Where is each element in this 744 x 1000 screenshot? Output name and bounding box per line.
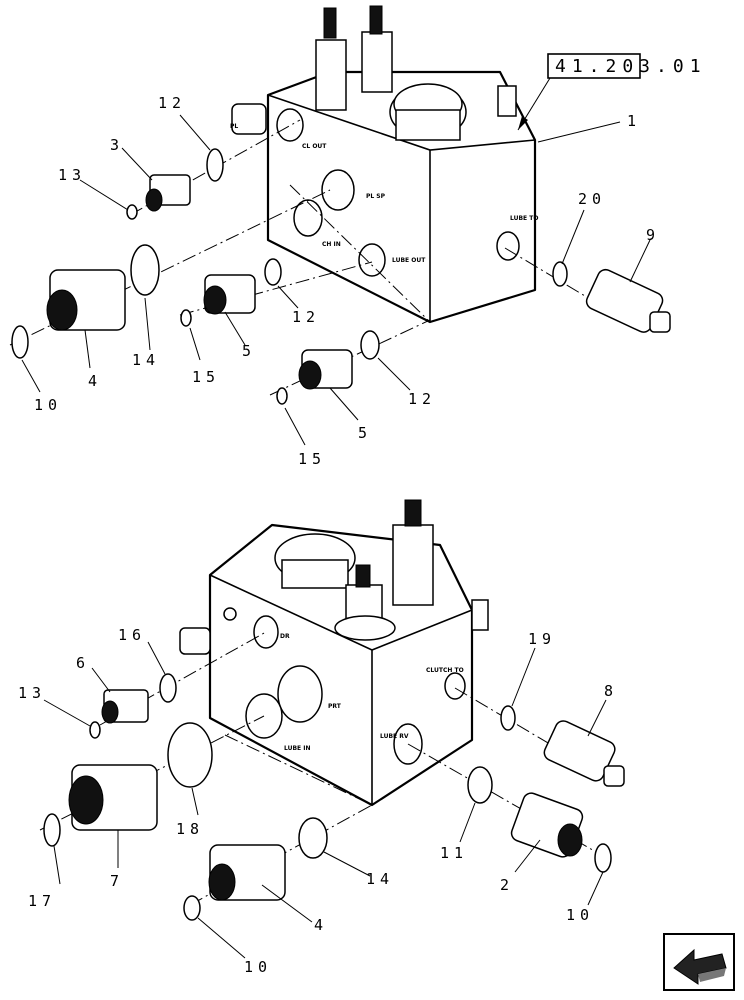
fitting-2 xyxy=(510,792,584,858)
top-port-labels: CL OUT PL SP CH IN LUBE OUT LUBE TO PL xyxy=(230,123,538,264)
oring-10-bottom-left xyxy=(183,895,201,921)
callout-5-b: 5 xyxy=(358,424,372,442)
callout-12-a: 12 xyxy=(158,94,186,112)
callout-13-b: 13 xyxy=(18,684,46,702)
reference-callout: 41.203.01 xyxy=(517,53,707,131)
fitting-3 xyxy=(145,174,191,212)
port-label-clutch-to: CLUTCH TO xyxy=(426,667,464,674)
oring-12-mid xyxy=(264,258,282,286)
callout-20: 20 xyxy=(578,190,606,208)
callout-10-a: 10 xyxy=(34,396,62,414)
oring-14-bottom xyxy=(298,817,328,859)
callout-17: 17 xyxy=(28,892,56,910)
washer-15-a xyxy=(180,309,192,327)
callout-10-c: 10 xyxy=(244,958,272,976)
oring-20 xyxy=(552,261,568,287)
oring-18 xyxy=(167,722,213,788)
callout-7: 7 xyxy=(110,872,124,890)
top-leaders xyxy=(21,114,651,446)
washer-15-b xyxy=(276,387,288,405)
bottom-parts xyxy=(43,673,625,921)
top-valve-block xyxy=(231,5,537,324)
callout-5-a: 5 xyxy=(242,342,256,360)
oring-12-low xyxy=(360,330,380,360)
top-parts xyxy=(11,148,671,405)
port-label-lube-in: LUBE IN xyxy=(284,745,311,752)
callout-4-b: 4 xyxy=(314,916,328,934)
fitting-5-b xyxy=(298,349,353,390)
callout-15-b: 15 xyxy=(298,450,326,468)
callout-9: 9 xyxy=(646,226,660,244)
bottom-leaders xyxy=(43,641,607,959)
port-label-cl-out: CL OUT xyxy=(302,143,327,150)
callout-4-a: 4 xyxy=(88,372,102,390)
callout-10-b: 10 xyxy=(566,906,594,924)
washer-13-bottom xyxy=(89,721,101,739)
callout-16: 16 xyxy=(118,626,146,644)
reference-box-label: 41.203.01 xyxy=(555,56,707,77)
washer-13-top xyxy=(126,204,138,220)
oring-17 xyxy=(43,813,61,847)
callout-12-c: 12 xyxy=(408,390,436,408)
port-label-lube-to: LUBE TO xyxy=(510,215,538,222)
oring-16 xyxy=(159,673,177,703)
callout-6: 6 xyxy=(76,654,90,672)
callout-15-a: 15 xyxy=(192,368,220,386)
sensor-9 xyxy=(585,268,671,333)
top-callouts: 12 3 13 1 20 9 14 4 10 15 5 12 12 5 15 xyxy=(34,94,660,468)
oring-11 xyxy=(467,766,493,804)
callout-8: 8 xyxy=(604,682,618,700)
callout-19: 19 xyxy=(528,630,556,648)
oring-14-top xyxy=(130,244,160,296)
sensor-8 xyxy=(543,720,625,787)
oring-19 xyxy=(500,705,516,731)
port-label-prt: PRT xyxy=(328,703,342,710)
port-label-dr: DR xyxy=(280,633,290,640)
port-label-pl: PL xyxy=(230,123,238,130)
bottom-port-labels: DR PRT LUBE IN CLUTCH TO LUBE RV xyxy=(280,633,464,752)
fitting-4-bottom xyxy=(208,844,286,901)
fitting-7 xyxy=(68,764,158,831)
callout-12-b: 12 xyxy=(292,308,320,326)
fitting-4-top xyxy=(46,269,126,331)
bottom-valve-block xyxy=(179,499,489,807)
callout-14-a: 14 xyxy=(132,351,160,369)
port-label-lube-out: LUBE OUT xyxy=(392,257,426,264)
fitting-6 xyxy=(101,689,149,724)
oring-10-bottom-right xyxy=(594,843,612,873)
callout-14-b: 14 xyxy=(366,870,394,888)
port-label-lube-rv: LUBE RV xyxy=(380,733,409,740)
fitting-5-a xyxy=(203,274,256,315)
port-label-pl-sp: PL SP xyxy=(366,193,386,200)
callout-2: 2 xyxy=(500,876,514,894)
callout-13-a: 13 xyxy=(58,166,86,184)
callout-11: 11 xyxy=(440,844,468,862)
callout-18: 18 xyxy=(176,820,204,838)
bottom-callouts: 16 6 13 19 8 18 17 7 11 14 2 4 10 10 xyxy=(18,626,618,976)
oring-12-top xyxy=(206,148,224,182)
oring-10-top xyxy=(11,325,29,359)
arrow-left-icon[interactable] xyxy=(663,933,735,991)
callout-1: 1 xyxy=(627,112,641,130)
port-label-ch-in: CH IN xyxy=(322,241,341,248)
callout-3: 3 xyxy=(110,136,124,154)
